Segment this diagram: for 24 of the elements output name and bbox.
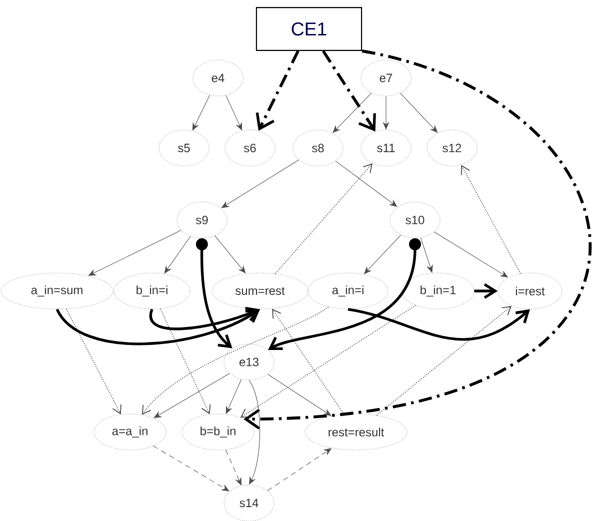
event-box: CE1 bbox=[256, 7, 362, 51]
arrow bbox=[244, 50, 592, 430]
arrow bbox=[142, 306, 329, 415]
arrow bbox=[461, 165, 521, 274]
arrow bbox=[160, 308, 211, 414]
arrow bbox=[256, 50, 300, 131]
arrow bbox=[322, 50, 376, 132]
arrow bbox=[56, 308, 260, 346]
arrow bbox=[335, 160, 398, 207]
arrow bbox=[196, 238, 232, 348]
arrow bbox=[154, 373, 230, 418]
arrow bbox=[400, 92, 438, 133]
arrow bbox=[474, 283, 498, 299]
arrow bbox=[274, 163, 372, 274]
arrow bbox=[420, 238, 433, 273]
arrow bbox=[267, 374, 332, 416]
arrow bbox=[88, 230, 182, 276]
arrow bbox=[348, 308, 530, 341]
arrow bbox=[268, 238, 421, 350]
arrow bbox=[376, 306, 512, 416]
arrow bbox=[149, 306, 260, 330]
arrow bbox=[240, 304, 416, 418]
arrow bbox=[272, 308, 344, 415]
arrow bbox=[66, 308, 122, 414]
